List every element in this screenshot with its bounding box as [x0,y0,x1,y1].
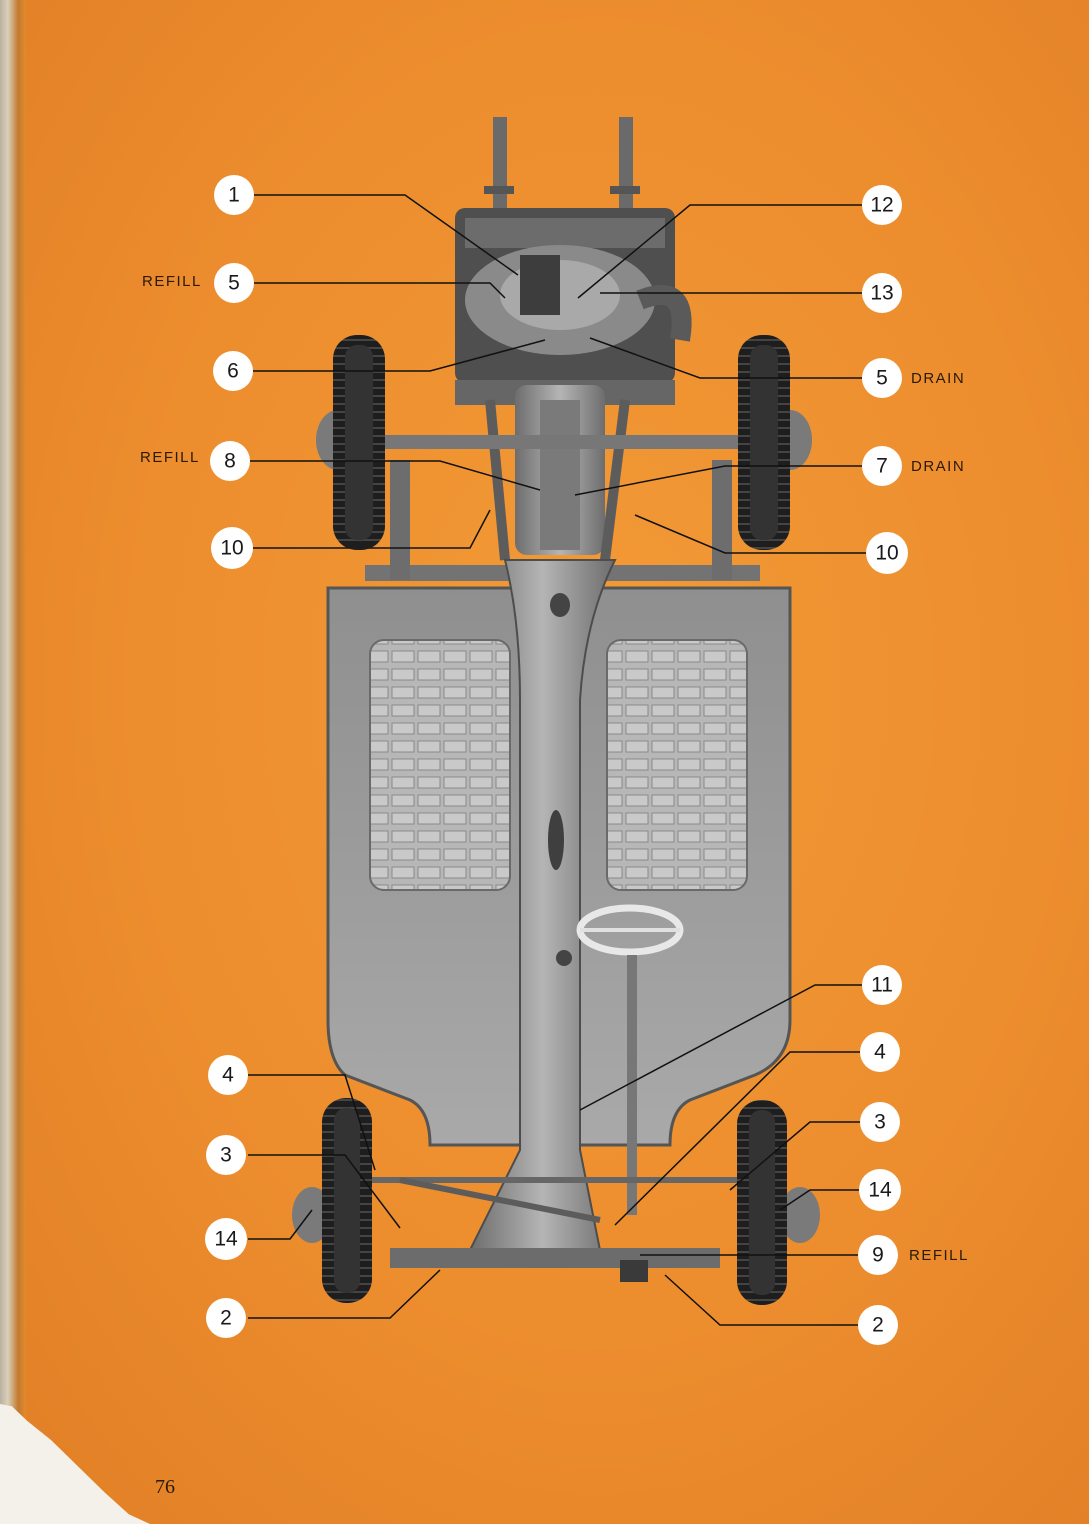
callout-number: 4 [874,1041,886,1064]
leader-lines [248,194,867,1326]
callout-number: 3 [874,1111,886,1134]
callout-number: 2 [872,1314,884,1337]
callout-number: 8 [224,450,236,473]
callout-14-right: 14 [859,1169,901,1211]
callout-3-right: 3 [860,1102,900,1142]
refill-label-8: REFILL [140,449,200,466]
callout-number: 7 [876,455,888,478]
callout-2-left: 2 [206,1298,246,1338]
callout-9: 9 [858,1235,898,1275]
callout-number: 6 [227,360,239,383]
rear-right-wheel [738,335,812,550]
callout-2-right: 2 [858,1305,898,1345]
callout-number: 13 [870,282,893,305]
callout-1: 1 [214,175,254,215]
rear-axle [365,435,760,581]
callout-number: 5 [876,367,888,390]
callout-13: 13 [862,273,902,313]
callout-number: 1 [228,184,240,207]
refill-label-5: REFILL [142,273,202,290]
rear-left-wheel [316,335,385,550]
callout-11: 11 [862,965,902,1005]
drain-label-5: DRAIN [911,370,966,387]
callout-4-left: 4 [208,1055,248,1095]
callout-number: 3 [220,1144,232,1167]
front-right-wheel [737,1100,820,1305]
callout-number: 4 [222,1064,234,1087]
callout-number: 10 [220,537,243,560]
callout-number: 12 [870,194,893,217]
callout-6: 6 [213,351,253,391]
callout-number: 5 [228,272,240,295]
callout-7: 7 [862,446,902,486]
transmission [485,385,630,561]
callout-number: 9 [872,1244,884,1267]
callout-number: 14 [214,1228,238,1251]
callout-number: 14 [868,1179,892,1202]
callout-number: 2 [220,1307,232,1330]
engine [455,208,692,405]
callout-14-left: 14 [205,1218,247,1260]
callout-number: 11 [871,974,893,997]
callout-10-left: 10 [211,527,253,569]
refill-label-9: REFILL [909,1247,969,1264]
steering-wheel [576,904,684,1215]
callout-12: 12 [862,185,902,225]
frame-horns [484,117,640,217]
backbone-tunnel [468,559,617,1251]
callout-8: 8 [210,441,250,481]
callout-10-right: 10 [866,532,908,574]
book-gutter [0,0,26,1524]
callout-number: 10 [875,542,898,565]
front-axle [370,1177,740,1282]
callout-4-right: 4 [860,1032,900,1072]
front-left-wheel [292,1098,372,1303]
callout-3-left: 3 [206,1135,246,1175]
callout-5-refill: 5 [214,263,254,303]
page-number: 76 [155,1476,175,1498]
drain-label-7: DRAIN [911,458,966,475]
callout-5-drain: 5 [862,358,902,398]
